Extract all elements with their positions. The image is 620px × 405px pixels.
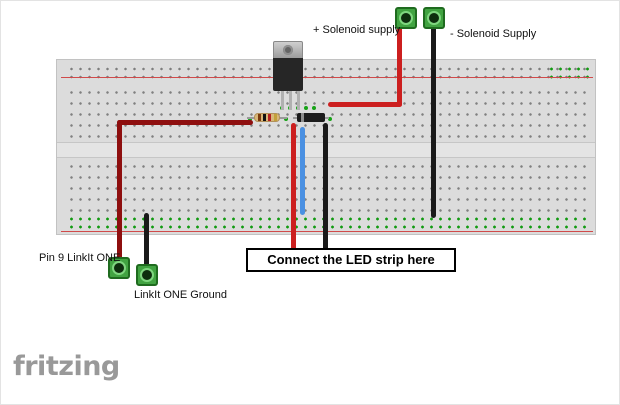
to220-transistor <box>273 58 303 91</box>
transistor-leg <box>297 90 300 110</box>
resistor <box>254 113 280 122</box>
wire-solenoid-minus <box>431 25 436 218</box>
screw-terminal-solenoid-plus <box>395 7 417 29</box>
wire-blue-to-ground-rail <box>300 127 305 215</box>
wire-pin9-horizontal <box>117 120 253 125</box>
transistor-mounting-hole <box>283 45 293 55</box>
connected-hole <box>312 106 316 110</box>
label-linkit-ground: LinkIt ONE Ground <box>134 289 227 301</box>
terminal-screw <box>399 11 413 25</box>
resistor-band <box>274 114 277 121</box>
breadboard-top-rail-highlight <box>545 63 589 79</box>
terminal-screw <box>427 11 441 25</box>
top-rail-red-stripe <box>61 77 593 78</box>
connected-hole <box>328 117 332 121</box>
label-pin9: Pin 9 LinkIt ONE <box>39 252 121 264</box>
wire-led-strip-negative <box>323 123 328 251</box>
resistor-band <box>268 114 271 121</box>
breadboard-top-rail-holes <box>65 63 589 79</box>
wire-solenoid-plus-horizontal <box>328 102 402 107</box>
label-solenoid-plus: + Solenoid supply <box>313 24 401 36</box>
connected-hole <box>248 117 252 121</box>
label-solenoid-minus: - Solenoid Supply <box>450 28 537 40</box>
transistor-leg <box>281 90 284 110</box>
fritzing-logo: fritzing <box>13 351 120 382</box>
transistor-metal-tab <box>273 41 303 59</box>
wire-linkit-ground <box>144 213 149 271</box>
screw-terminal-ground <box>136 264 158 286</box>
resistor-band <box>263 114 266 121</box>
terminal-screw <box>112 261 126 275</box>
wire-pin9-vertical <box>117 120 122 265</box>
connected-hole <box>304 106 308 110</box>
wire-led-strip-positive <box>291 123 296 251</box>
wire-solenoid-plus-vertical <box>397 25 402 107</box>
diode-cathode-stripe <box>301 113 304 122</box>
terminal-screw <box>140 268 154 282</box>
diode <box>297 113 325 122</box>
resistor-band <box>258 114 261 121</box>
connected-hole <box>284 117 288 121</box>
transistor-leg <box>289 90 292 110</box>
screw-terminal-solenoid-minus <box>423 7 445 29</box>
screw-terminal-pin9 <box>108 257 130 279</box>
led-strip-note: Connect the LED strip here <box>246 248 456 272</box>
